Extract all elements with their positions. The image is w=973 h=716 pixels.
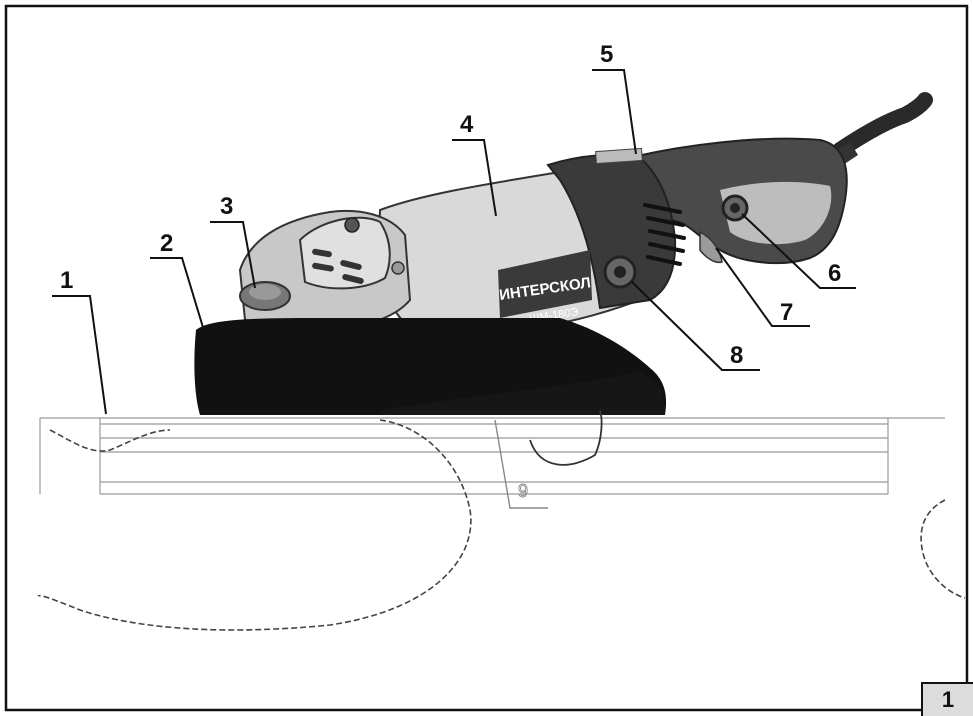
disc-outline bbox=[37, 419, 472, 631]
lock-button-6-center bbox=[730, 203, 740, 213]
figure-number-badge: 1 bbox=[921, 682, 973, 716]
callout-8: 8 bbox=[730, 342, 743, 369]
callout-3: 3 bbox=[220, 193, 233, 220]
pad-base-edge bbox=[380, 372, 665, 415]
callout-7: 7 bbox=[780, 299, 793, 326]
handle-grip-insert bbox=[720, 181, 832, 245]
bench-plate bbox=[39, 417, 945, 495]
cooling-vents bbox=[643, 203, 686, 266]
gear-head-slots bbox=[312, 248, 364, 284]
callout-5: 5 bbox=[600, 41, 613, 68]
hub-arc bbox=[529, 409, 603, 466]
leader-lines bbox=[52, 69, 856, 415]
side-button-8-center bbox=[614, 266, 626, 278]
figure-border bbox=[4, 4, 969, 712]
power-cord bbox=[832, 92, 933, 158]
callout-2: 2 bbox=[160, 230, 173, 257]
head-screw bbox=[344, 217, 360, 233]
callout-4: 4 bbox=[460, 111, 474, 138]
head-screw-side bbox=[391, 261, 405, 275]
figure-number: 1 bbox=[941, 687, 955, 712]
trigger-switch bbox=[699, 230, 723, 264]
spindle-lock-3-top bbox=[249, 284, 281, 300]
gear-head-cap bbox=[298, 216, 391, 290]
callout-1: 1 bbox=[60, 267, 73, 294]
callout-6: 6 bbox=[828, 260, 841, 287]
disc-outline-right bbox=[920, 499, 966, 599]
bracket-line bbox=[494, 419, 548, 509]
top-label-plate bbox=[595, 147, 643, 165]
disc-outline-left bbox=[49, 429, 171, 452]
under-disc-label: 9 bbox=[518, 481, 528, 501]
